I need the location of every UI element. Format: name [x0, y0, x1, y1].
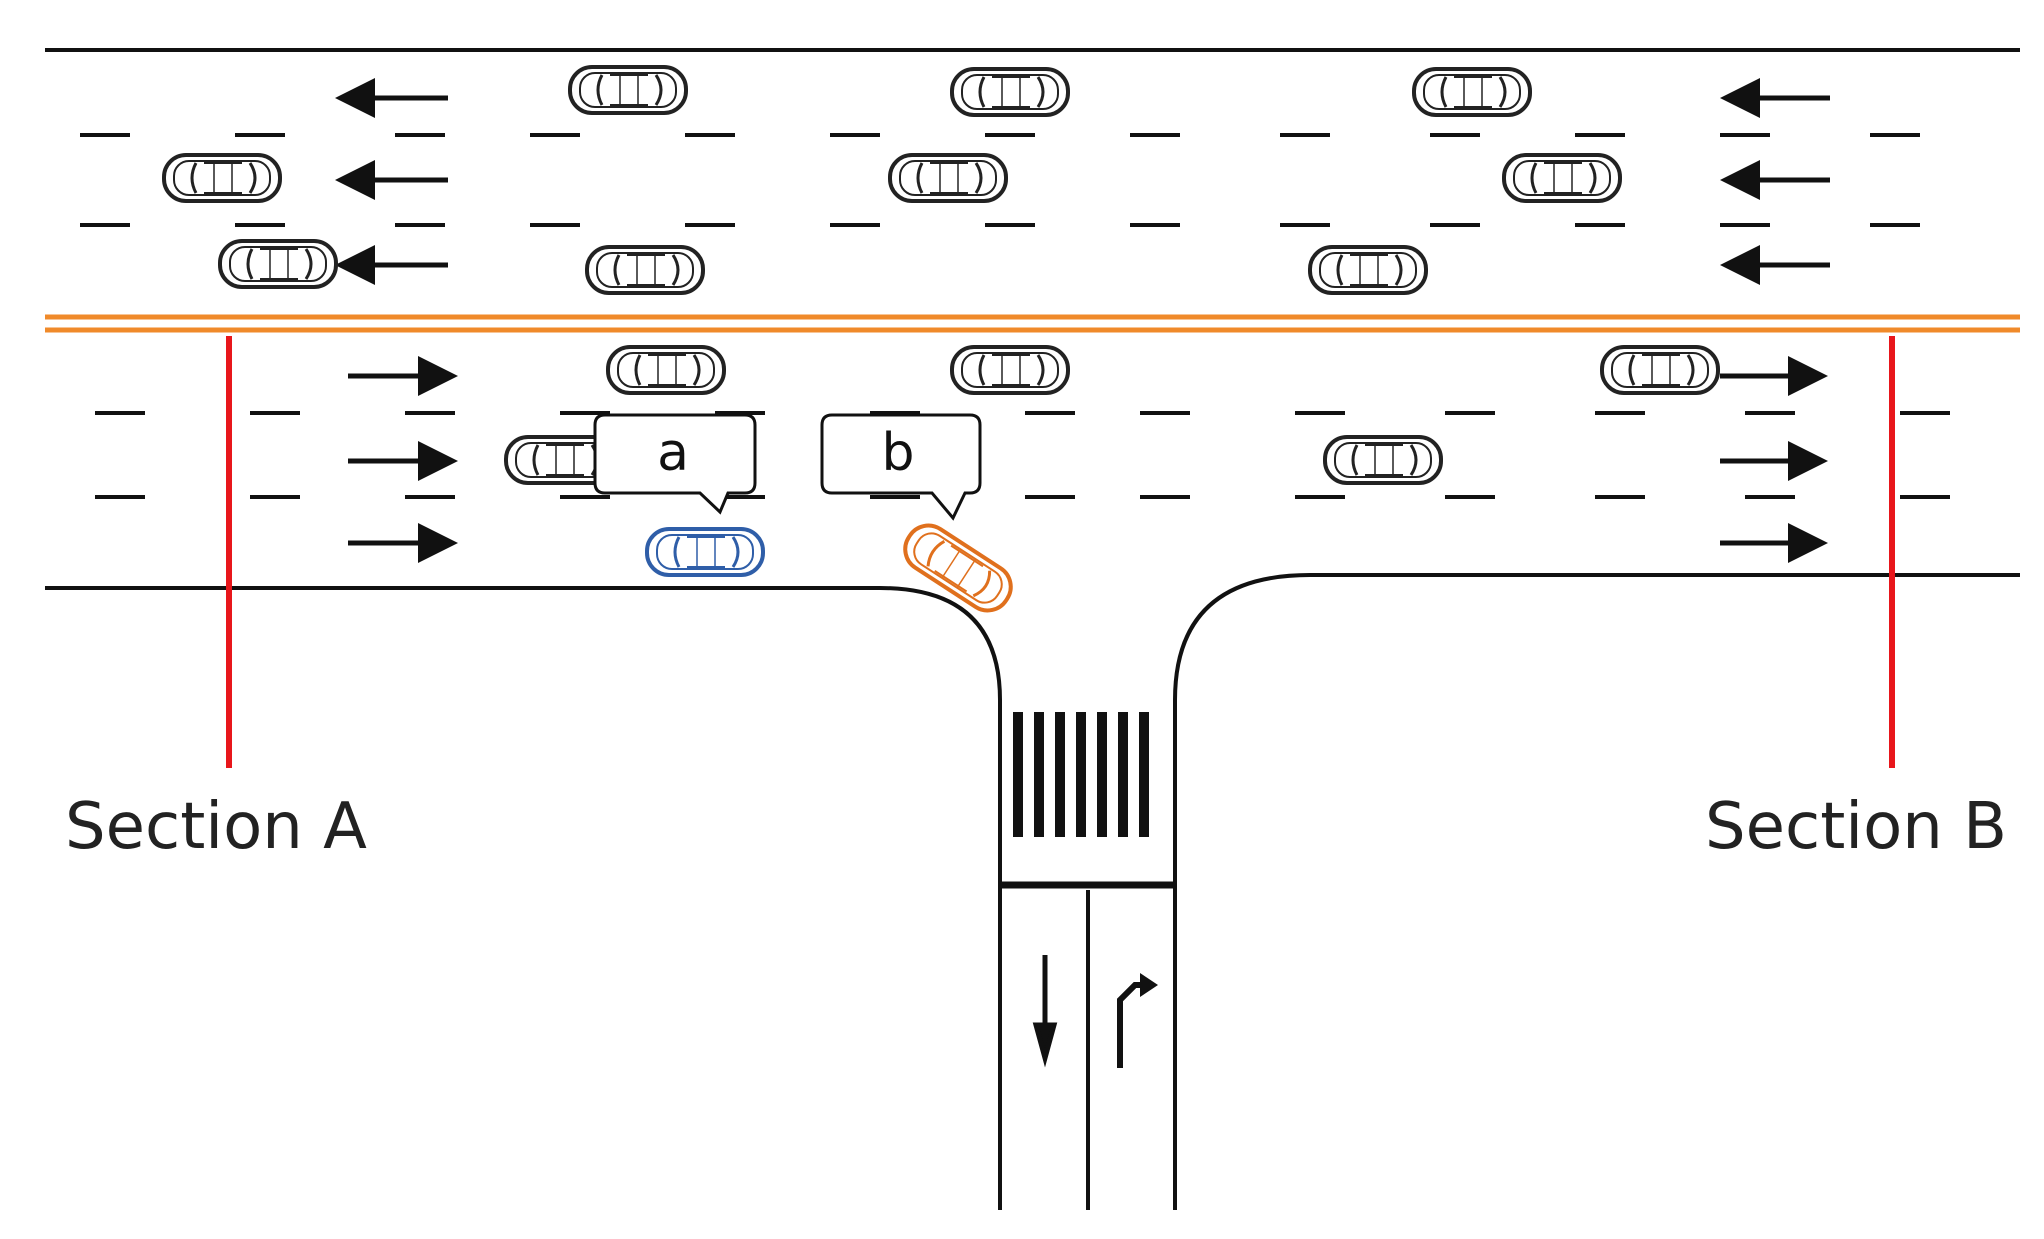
callout-a-label: a: [657, 423, 689, 483]
vehicle-b-car-icon: [894, 515, 1022, 621]
crosswalk-stripe: [1139, 712, 1149, 837]
callout-a: a: [593, 413, 757, 515]
car-icon: [585, 245, 705, 295]
arrow-down-icon: [1032, 955, 1058, 1068]
car-icon: [1412, 67, 1532, 117]
callout-b: b: [820, 413, 982, 521]
car-icon: [568, 65, 688, 115]
road-edges: [45, 48, 2020, 1210]
crosswalk: [1013, 712, 1149, 837]
car-icon: [1323, 435, 1443, 485]
crosswalk-stripe: [1118, 712, 1128, 837]
center-double-line: [45, 314, 2020, 333]
direction-arrows: [335, 78, 1830, 563]
car-icon: [888, 153, 1008, 203]
south-east-curb: [1173, 573, 2020, 1210]
crosswalk-stripe: [1076, 712, 1086, 837]
vehicle-a-car-icon: [645, 527, 765, 577]
car-icon: [606, 345, 726, 395]
crosswalk-stripe: [1055, 712, 1065, 837]
lane-dash-markings: [80, 133, 1950, 499]
section-b-label: Section B: [1705, 790, 2007, 864]
car-icon: [950, 345, 1070, 395]
callout-b-label: b: [881, 423, 914, 483]
section-a-label: Section A: [65, 790, 367, 864]
car-icon: [1502, 153, 1622, 203]
crosswalk-stripe: [1034, 712, 1044, 837]
car-icon: [1600, 345, 1720, 395]
car-icon: [218, 239, 338, 289]
crosswalk-stripe: [1097, 712, 1107, 837]
car-icon: [950, 67, 1070, 117]
crosswalk-stripe: [1013, 712, 1023, 837]
south-west-curb: [45, 586, 1002, 1210]
car-icon: [1308, 245, 1428, 295]
car-icon: [162, 153, 282, 203]
arrow-turn-right-icon: [1117, 973, 1158, 1068]
